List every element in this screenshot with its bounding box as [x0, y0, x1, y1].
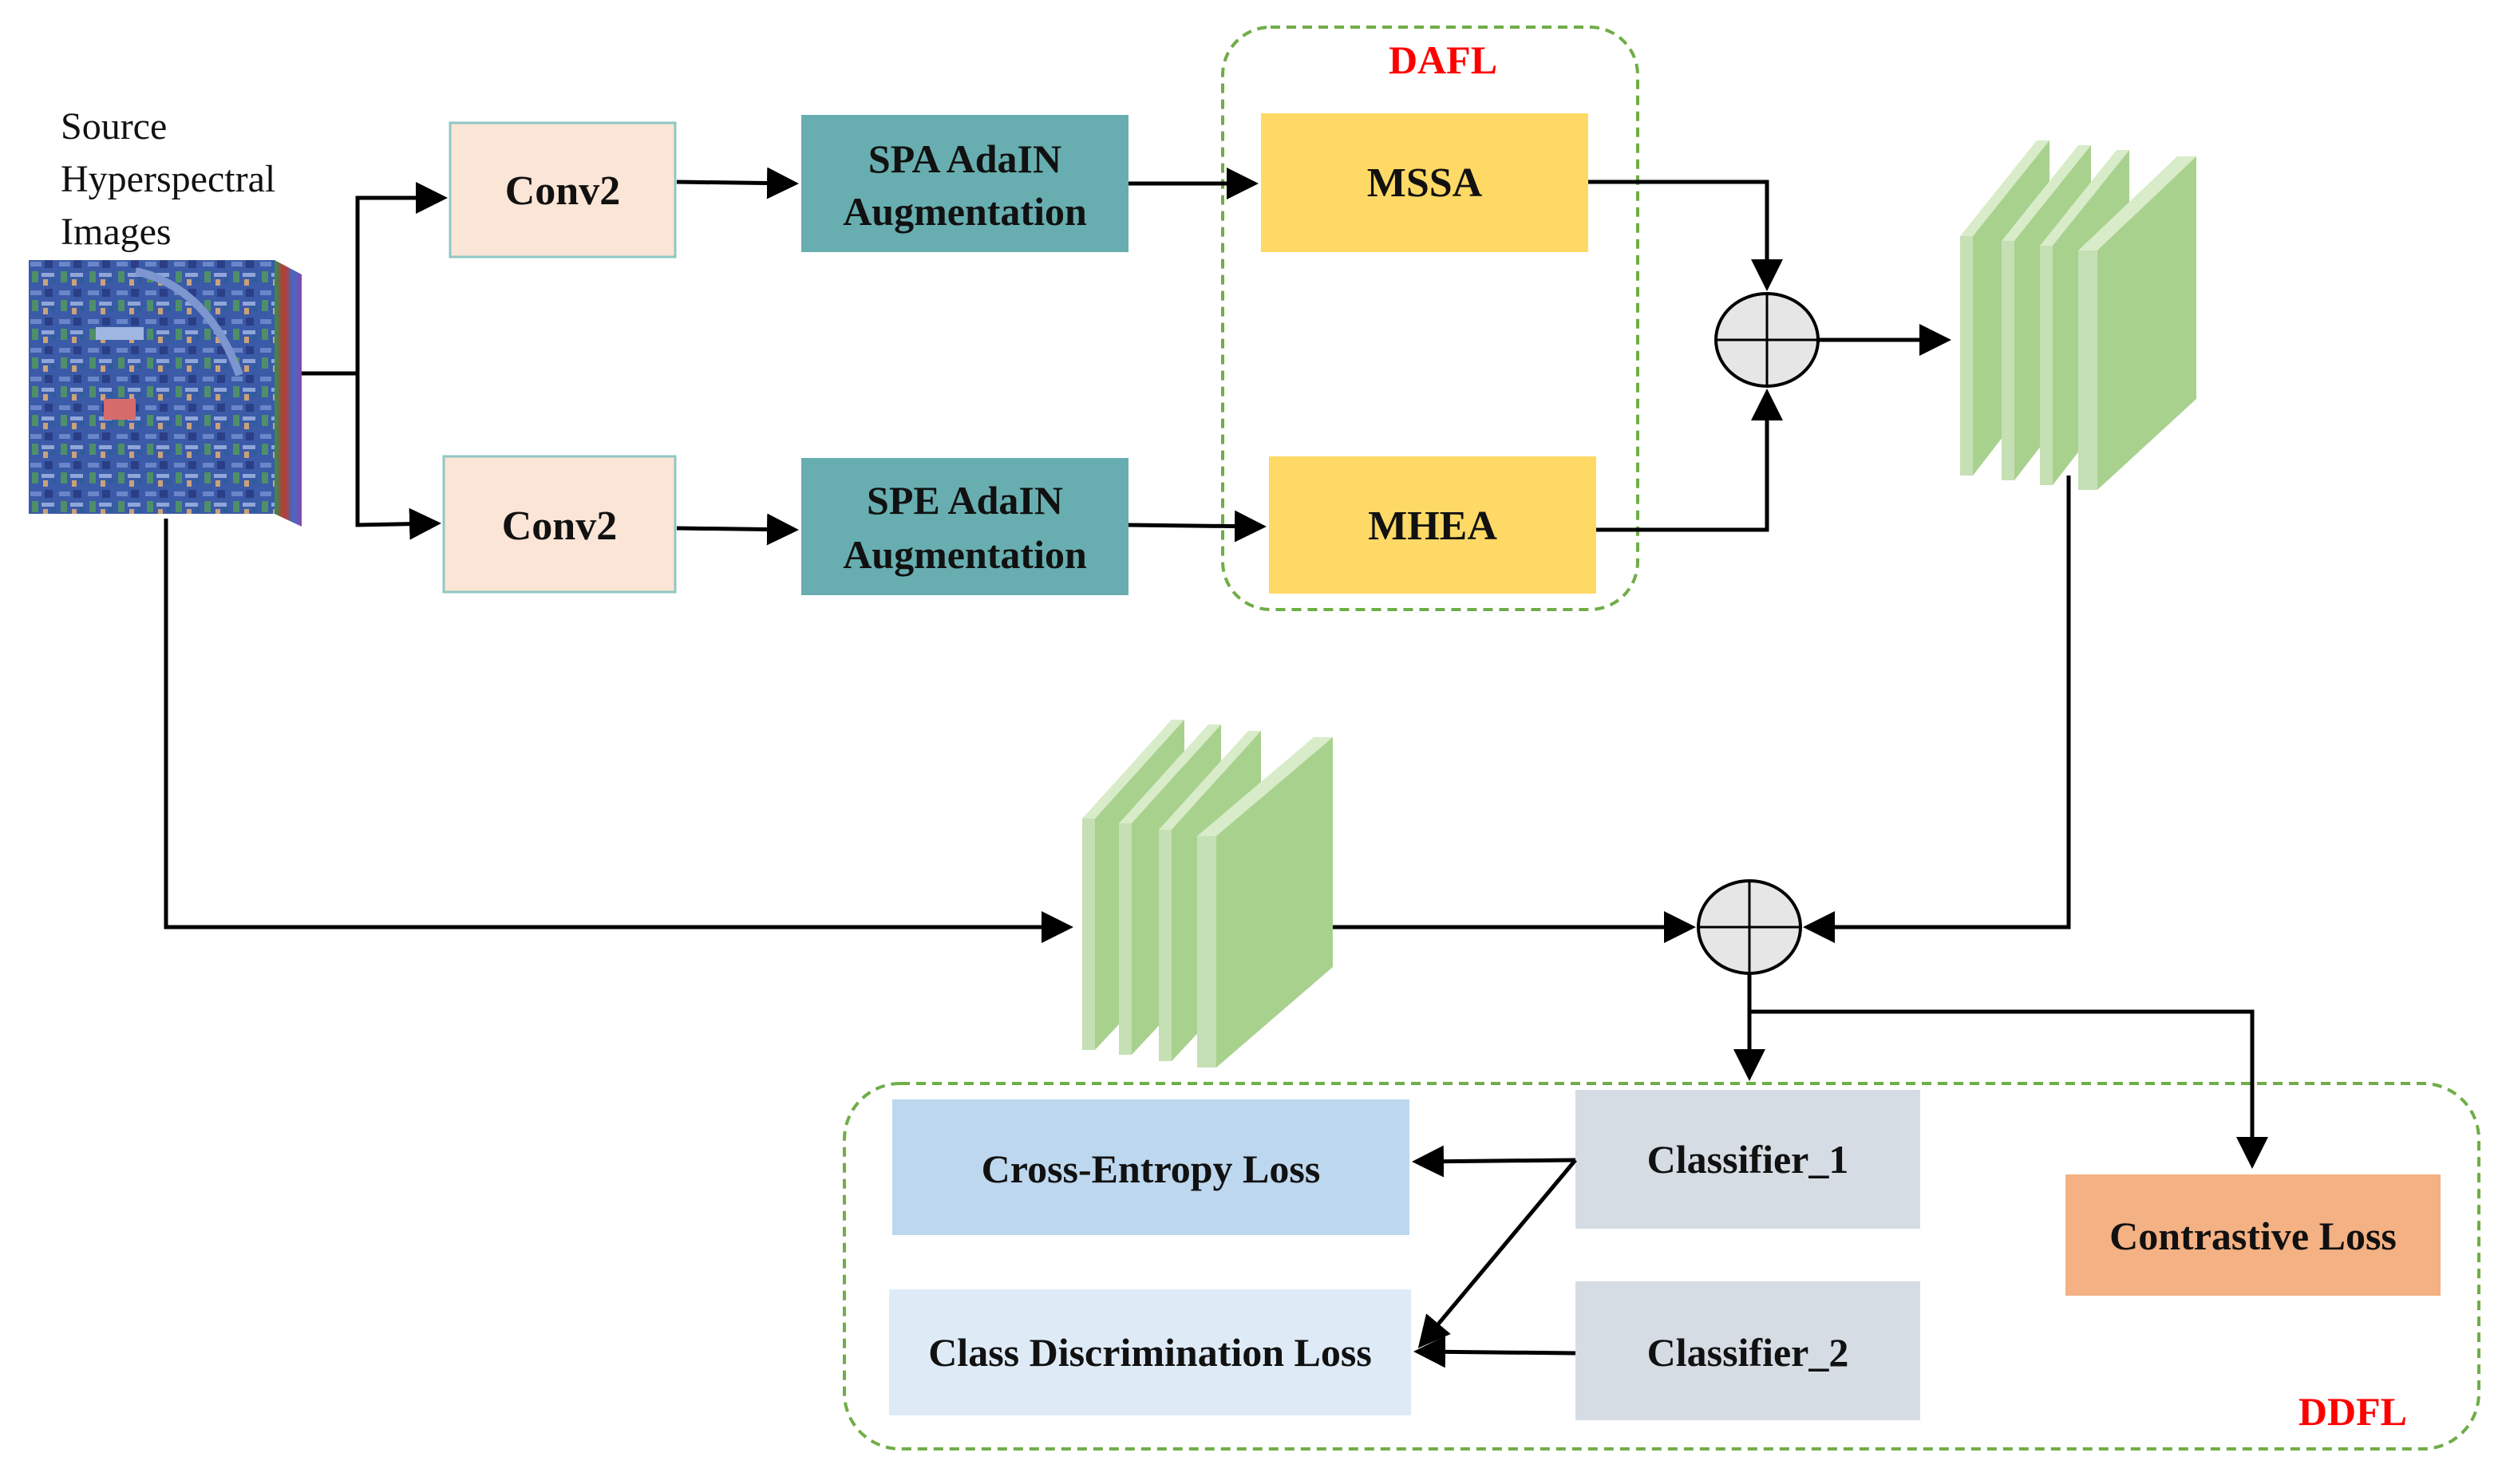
spa-augmentation-label-1: SPA AdaIN [868, 136, 1061, 181]
class-discrimination-loss-node: Class Discrimination Loss [889, 1289, 1411, 1415]
classifier-1-node: Classifier_1 [1575, 1090, 1920, 1229]
edge-classifier-2-to-class-discrimination [1413, 1336, 1576, 1368]
dafl-label: DAFL [1389, 37, 1497, 82]
spe-augmentation-node: SPE AdaIN Augmentation [801, 458, 1128, 595]
connectors [164, 167, 2268, 1368]
edge-mhea-to-adder [1596, 389, 1783, 532]
source-label: Source Hyperspectral Images [61, 105, 275, 253]
edge-feature-maps-to-bottom-adder [1803, 476, 2071, 943]
conv2-top-label: Conv2 [505, 168, 620, 214]
edge-classifier-1-to-cross-entropy [1412, 1145, 1576, 1178]
classifier-2-label: Classifier_2 [1647, 1330, 1849, 1375]
edge-conv2-bottom-to-spe [676, 513, 799, 546]
contrastive-loss-label: Contrastive Loss [2109, 1214, 2397, 1258]
class-discrimination-loss-label: Class Discrimination Loss [928, 1330, 1372, 1375]
cross-entropy-loss-label: Cross-Entropy Loss [982, 1147, 1321, 1191]
spe-augmentation-label-2: Augmentation [843, 532, 1087, 577]
edge-conv2-top-to-spa [676, 167, 799, 199]
edge-source-to-conv2-bottom [355, 373, 441, 540]
spa-augmentation-label-2: Augmentation [843, 189, 1087, 234]
feature-fusion-adder-bottom [1697, 879, 1802, 975]
source-label-line-2: Hyperspectral [61, 158, 275, 200]
classifier-2-node: Classifier_2 [1575, 1281, 1920, 1420]
mssa-label: MSSA [1367, 160, 1483, 206]
spa-augmentation-node: SPA AdaIN Augmentation [801, 115, 1128, 252]
conv2-top-node: Conv2 [449, 121, 677, 259]
classifier-1-label: Classifier_1 [1647, 1137, 1849, 1182]
source-label-line-3: Images [61, 211, 172, 253]
conv2-bottom-node: Conv2 [442, 455, 677, 594]
source-feature-maps-bottom [1082, 720, 1333, 1068]
edge-mssa-to-adder [1588, 180, 1783, 291]
ddfl-region [843, 1082, 2480, 1450]
feature-fusion-adder-top [1714, 292, 1820, 388]
spe-augmentation-label-1: SPE AdaIN [867, 478, 1063, 523]
cross-entropy-loss-node: Cross-Entropy Loss [892, 1099, 1409, 1235]
source-label-line-1: Source [61, 105, 167, 148]
fused-feature-maps-top [1960, 140, 2196, 490]
mhea-label: MHEA [1368, 503, 1497, 549]
edge-source-to-conv2-top [302, 182, 448, 376]
mhea-node: MHEA [1269, 456, 1596, 594]
edge-spe-to-mhea [1128, 510, 1267, 543]
conv2-bottom-label: Conv2 [502, 503, 617, 549]
contrastive-loss-node: Contrastive Loss [2065, 1174, 2441, 1296]
edge-adder-to-contrastive [1749, 1009, 2268, 1169]
mssa-node: MSSA [1261, 113, 1588, 252]
edge-source-to-bottom-feature-maps [164, 519, 1073, 943]
dafl-region [1221, 26, 1639, 611]
ddfl-label: DDFL [2298, 1389, 2407, 1434]
hyperspectral-image-cube [29, 260, 302, 527]
edge-classifier-1-to-class-discrimination [1417, 1158, 1577, 1348]
